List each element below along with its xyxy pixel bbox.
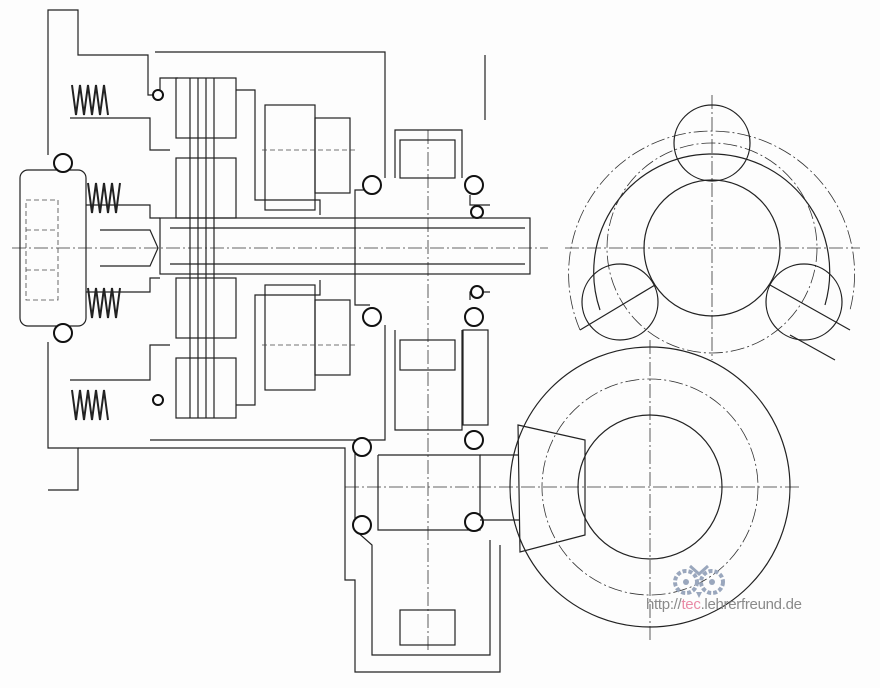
bevel-gear-view <box>480 346 791 628</box>
clutch-plates <box>175 77 321 419</box>
watermark-prefix: http:// <box>646 596 682 613</box>
owl-logo-icon <box>673 564 725 598</box>
main-shaft <box>100 217 531 275</box>
planetary-gear-view <box>568 104 855 361</box>
shaft-gears <box>262 104 489 646</box>
watermark-suffix: .lehrerfreund.de <box>700 596 802 613</box>
watermark-highlight: tec <box>681 596 701 613</box>
housing <box>47 9 501 673</box>
watermark-url: http://tec.lehrerfreund.de <box>646 596 802 613</box>
bearings <box>53 89 484 535</box>
springs <box>71 84 121 421</box>
